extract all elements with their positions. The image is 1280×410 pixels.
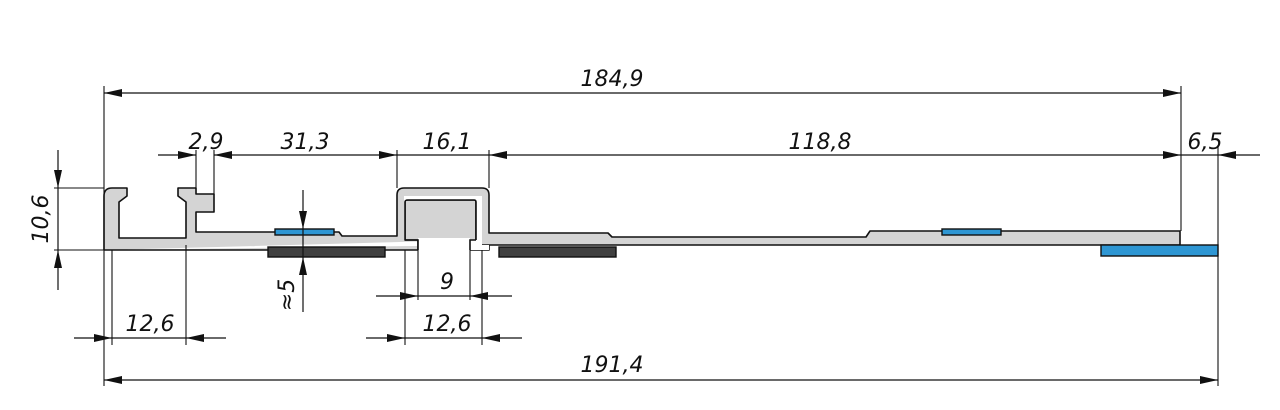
channel-opening xyxy=(418,238,470,252)
tape-blue-end xyxy=(1100,244,1219,257)
dim-height xyxy=(54,150,62,290)
label-span-b: 118,8 xyxy=(789,130,852,155)
tape-blue-top-left xyxy=(274,228,335,236)
label-end: 6,5 xyxy=(1188,130,1223,155)
extension-lines xyxy=(54,86,1219,386)
channel-inner xyxy=(404,196,489,250)
dim-tape-thickness xyxy=(299,190,307,312)
label-channel: 16,1 xyxy=(423,130,472,155)
dim-overall-bottom xyxy=(104,376,1218,384)
label-slot-outer: 12,6 xyxy=(423,312,472,337)
dim-overall-top xyxy=(104,89,1181,97)
label-slot-inner: 9 xyxy=(440,270,454,295)
aluminum-profile xyxy=(103,187,1181,251)
tape-dark-mid xyxy=(498,246,617,258)
label-span-a: 31,3 xyxy=(281,130,330,155)
label-overall-top: 184,9 xyxy=(581,67,644,92)
tape-blue-top-right xyxy=(941,228,1002,236)
label-lip: 2,9 xyxy=(189,130,224,155)
channel-walls xyxy=(404,199,477,250)
dim-slot-inner xyxy=(376,292,512,300)
dim-slot-outer xyxy=(366,334,522,342)
label-overall-bottom: 191,4 xyxy=(581,353,644,378)
label-left-slot: 12,6 xyxy=(126,312,175,337)
dim-left-slot xyxy=(74,334,226,342)
dim-row-top xyxy=(158,151,1260,159)
label-tape-thickness: ≈5 xyxy=(275,279,300,311)
label-height: 10,6 xyxy=(29,195,54,244)
tape-dark-left xyxy=(267,246,386,258)
